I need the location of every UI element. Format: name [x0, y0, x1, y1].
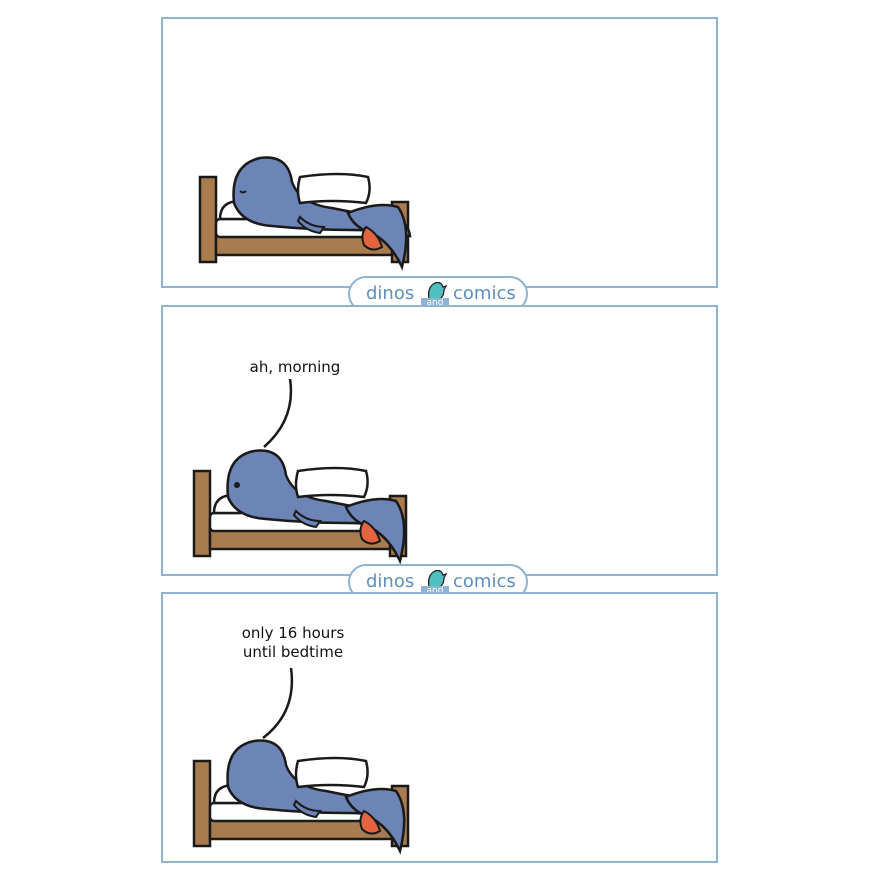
dino-closed-eye [239, 190, 247, 194]
speech-caption-panel-3: only 16 hours until bedtime [233, 624, 353, 662]
comic-panel-2: ah, morning [161, 305, 718, 576]
logo-text-and: and [421, 586, 449, 597]
dino-arm [292, 799, 322, 819]
speech-line: only 16 hours [241, 624, 345, 642]
speech-caption-panel-2: ah, morning [245, 358, 345, 377]
dino-foot [361, 225, 384, 251]
speech-line: ah, morning [249, 358, 341, 376]
logo-text-dinos: dinos [366, 283, 415, 304]
logo-text-comics: comics [453, 571, 516, 592]
speech-tail [262, 667, 294, 739]
dino-arm [296, 215, 326, 235]
dino-in-bed-scene-1 [198, 156, 412, 271]
blanket [294, 756, 369, 789]
speech-line: until bedtime [242, 643, 344, 661]
dino-in-bed-scene-2 [192, 378, 408, 565]
comic-panel-1 [161, 17, 718, 288]
bed-headboard [192, 469, 212, 558]
dino-foot [359, 809, 382, 835]
bed-headboard [192, 759, 212, 848]
blanket [296, 172, 371, 205]
logo-text-and: and [421, 298, 449, 309]
dino-open-eye [234, 482, 240, 488]
speech-tail [263, 378, 293, 448]
bed-headboard [198, 175, 218, 264]
blanket [294, 466, 369, 499]
dino-foot [359, 519, 382, 545]
comic-panel-3: only 16 hours until bedtime [161, 592, 718, 863]
dino-in-bed-scene-3 [192, 667, 410, 855]
logo-text-comics: comics [453, 283, 516, 304]
dino-arm [292, 509, 322, 529]
logo-text-dinos: dinos [366, 571, 415, 592]
